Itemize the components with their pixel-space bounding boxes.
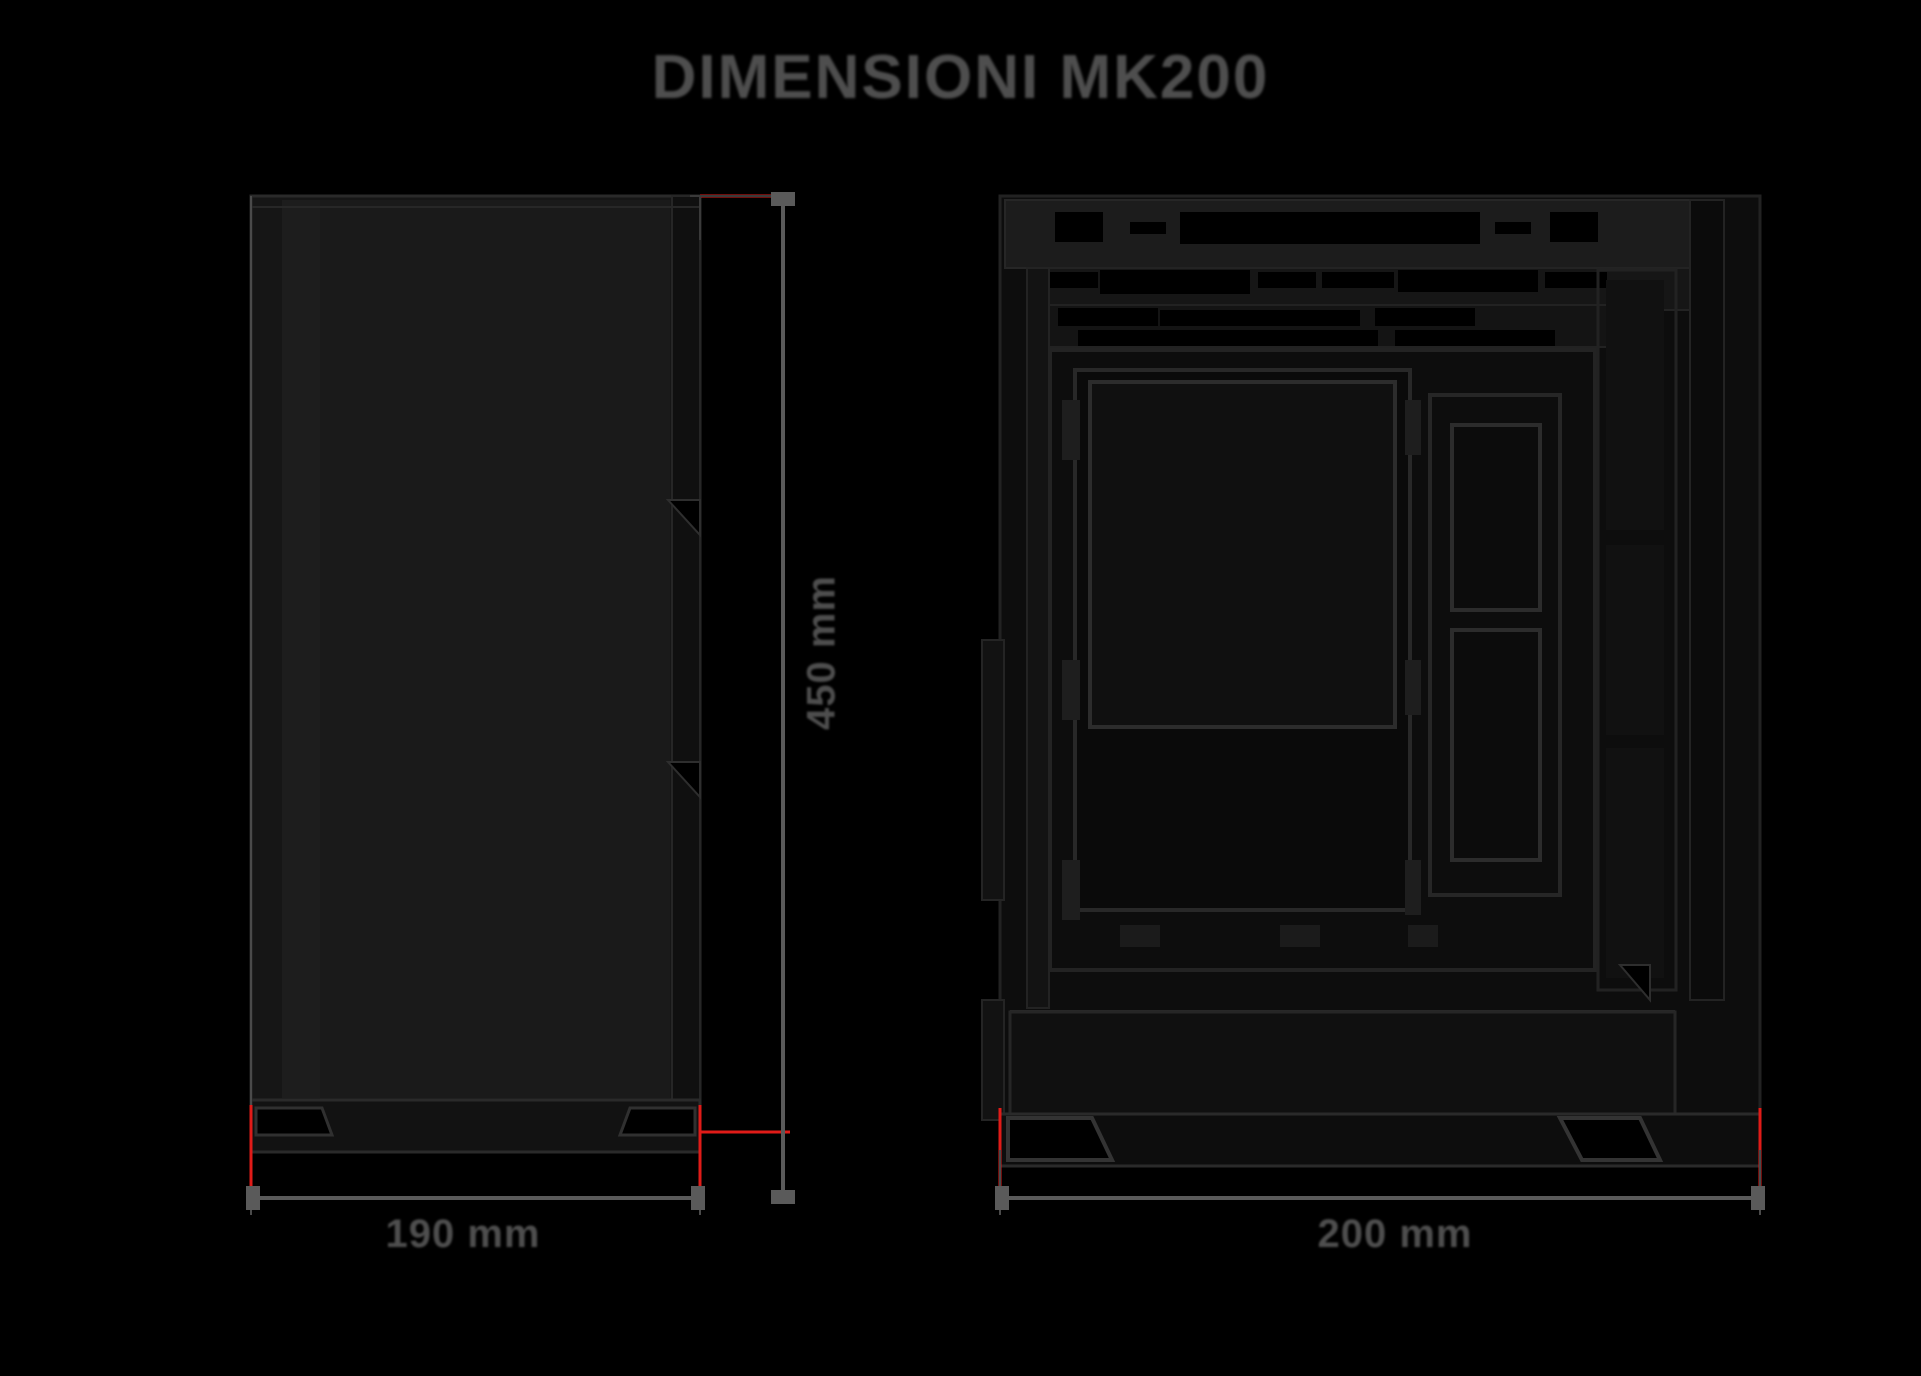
side-view-rear-notch-top [665, 499, 701, 538]
page-title: DIMENSIONI MK200 [651, 43, 1270, 112]
front-view-psu-shroud [1008, 1010, 1677, 1116]
front-view-dimensions [995, 1108, 1765, 1215]
dimension-label-width-left: 190 mm [385, 1212, 541, 1256]
front-view-expansion-column [1428, 393, 1562, 897]
front-view-interior-frame [1048, 348, 1597, 972]
front-view-foot-right [1556, 1116, 1664, 1162]
front-view-top-vent-slot-4 [1495, 222, 1531, 234]
front-view-top-rail-cut-3 [1258, 272, 1316, 288]
front-view-right-panel-seg-2 [1606, 545, 1664, 735]
front-view-foot-left [1006, 1116, 1116, 1162]
front-view-top-vent-slot-5 [1550, 212, 1598, 242]
height-arrow-tick-top [771, 192, 795, 206]
front-view-standoff-3 [1062, 860, 1080, 920]
front-view-mid-rail-cut-4 [1078, 330, 1378, 346]
width-arrow-tick-right [691, 1186, 705, 1210]
width-arrow-tick-left [246, 1186, 260, 1210]
front-view-group [981, 194, 1762, 1168]
front-view-top-vent-slot-1 [1055, 212, 1103, 242]
side-view-glass-panel [320, 200, 670, 1098]
front-view-bottom-corner-chamfer [1617, 964, 1651, 1003]
front-view-top-rail-cut-6 [1545, 272, 1607, 288]
front-view-right-panel-seg-1 [1606, 280, 1664, 530]
front-view-left-io-strip-lower [981, 999, 1005, 1121]
side-view-front-bezel [282, 200, 320, 1098]
front-view-standoff-5 [1405, 660, 1421, 715]
front-view-bottom-bracket-1 [1120, 925, 1160, 947]
front-view-top-vent-slot-3 [1180, 212, 1480, 244]
front-view-right-panel-seg-3 [1606, 748, 1664, 978]
front-view-motherboard-area [1088, 380, 1397, 729]
front-view-left-io-strip [981, 639, 1005, 901]
side-view-rear-notch-bottom [665, 761, 701, 800]
side-view-rear-edge [671, 195, 701, 1101]
front-view-mid-rail-cut-3 [1375, 308, 1475, 326]
front-view-right-panel-column [1596, 268, 1678, 992]
front-view-standoff-6 [1405, 860, 1421, 915]
front-view-standoff-4 [1405, 400, 1421, 455]
front-view-mid-rail-cut-5 [1395, 330, 1555, 346]
front-view-expansion-slot-lower [1450, 628, 1542, 862]
front-view-mid-rail-cut-2 [1160, 310, 1360, 326]
front-view-mid-rail-cut-1 [1058, 308, 1158, 326]
side-view-dimensions [246, 192, 795, 1215]
front-view-top-rail-cut-1 [1038, 272, 1098, 288]
front-view-top-vent-slot-2 [1130, 222, 1166, 234]
front-width-arrow-tick-right [1751, 1186, 1765, 1210]
height-arrow-tick-bottom [771, 1190, 795, 1204]
side-view-group [249, 194, 702, 1154]
dimension-label-width-right: 200 mm [1317, 1212, 1473, 1256]
front-view-left-post [1026, 267, 1050, 1009]
front-view-expansion-slot-upper [1450, 423, 1542, 612]
side-view-foot-right [617, 1106, 697, 1137]
dimension-label-height: 450 mm [799, 575, 844, 730]
front-view-top-rail-cut-4 [1322, 272, 1394, 288]
front-view-standoff-1 [1062, 400, 1080, 460]
front-view-bottom-bracket-2 [1280, 925, 1320, 947]
front-view-standoff-2 [1062, 660, 1080, 720]
front-view-bottom-bracket-3 [1408, 925, 1438, 947]
front-view-top-rail-cut-2 [1100, 270, 1250, 294]
front-view-right-edge-strip [1689, 199, 1725, 1001]
front-width-arrow-tick-left [995, 1186, 1009, 1210]
front-view-top-rail-cut-5 [1398, 270, 1538, 292]
side-view-foot-left [254, 1106, 335, 1137]
